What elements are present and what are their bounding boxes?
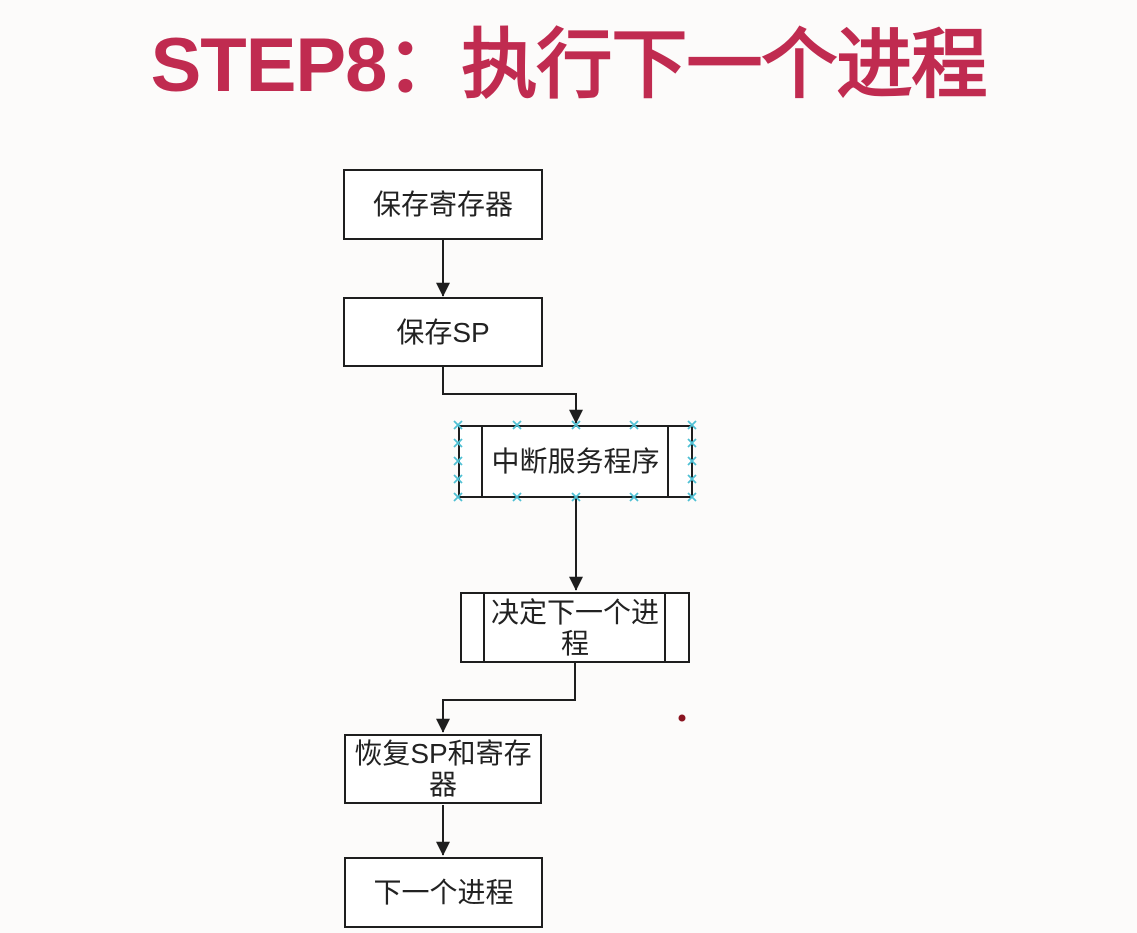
connection-point-handle[interactable] [453,492,463,502]
flow-node-decide-next-process[interactable]: 决定下一个进 程 [460,592,690,663]
stray-red-dot [678,714,686,722]
connector-save-sp-to-interrupt-service-routine[interactable] [442,367,583,424]
flow-node-label: 恢复SP和寄存 器 [354,738,532,800]
flow-node-label: 保存SP [396,316,490,348]
connection-point-handle[interactable] [687,474,697,484]
connection-point-handle[interactable] [629,492,639,502]
connection-point-handle[interactable] [687,420,697,430]
flow-node-label: 下一个进程 [373,877,514,908]
flow-node-label: 保存寄存器 [372,189,513,220]
flow-node-save-registers[interactable]: 保存寄存器 [343,169,543,240]
connection-point-handle[interactable] [512,420,522,430]
connection-point-handle[interactable] [687,438,697,448]
connection-point-handle[interactable] [687,492,697,502]
page-title: STEP8：执行下一个进程 [150,23,988,108]
connection-point-handle[interactable] [453,420,463,430]
flow-node-save-sp[interactable]: 保存SP [343,297,543,367]
connection-point-handle[interactable] [629,420,639,430]
connection-point-handle[interactable] [453,456,463,466]
connection-point-handle[interactable] [453,474,463,484]
flow-node-label: 中断服务程序 [491,446,660,477]
connection-point-handle[interactable] [512,492,522,502]
connection-point-handle[interactable] [687,456,697,466]
connector-decide-next-process-to-restore-sp-and-registers[interactable] [436,663,576,733]
flow-node-label: 决定下一个进 程 [490,596,659,659]
flow-node-restore-sp-and-registers[interactable]: 恢复SP和寄存 器 [344,734,542,804]
connection-point-handle[interactable] [453,438,463,448]
flow-node-next-process[interactable]: 下一个进程 [344,857,543,928]
